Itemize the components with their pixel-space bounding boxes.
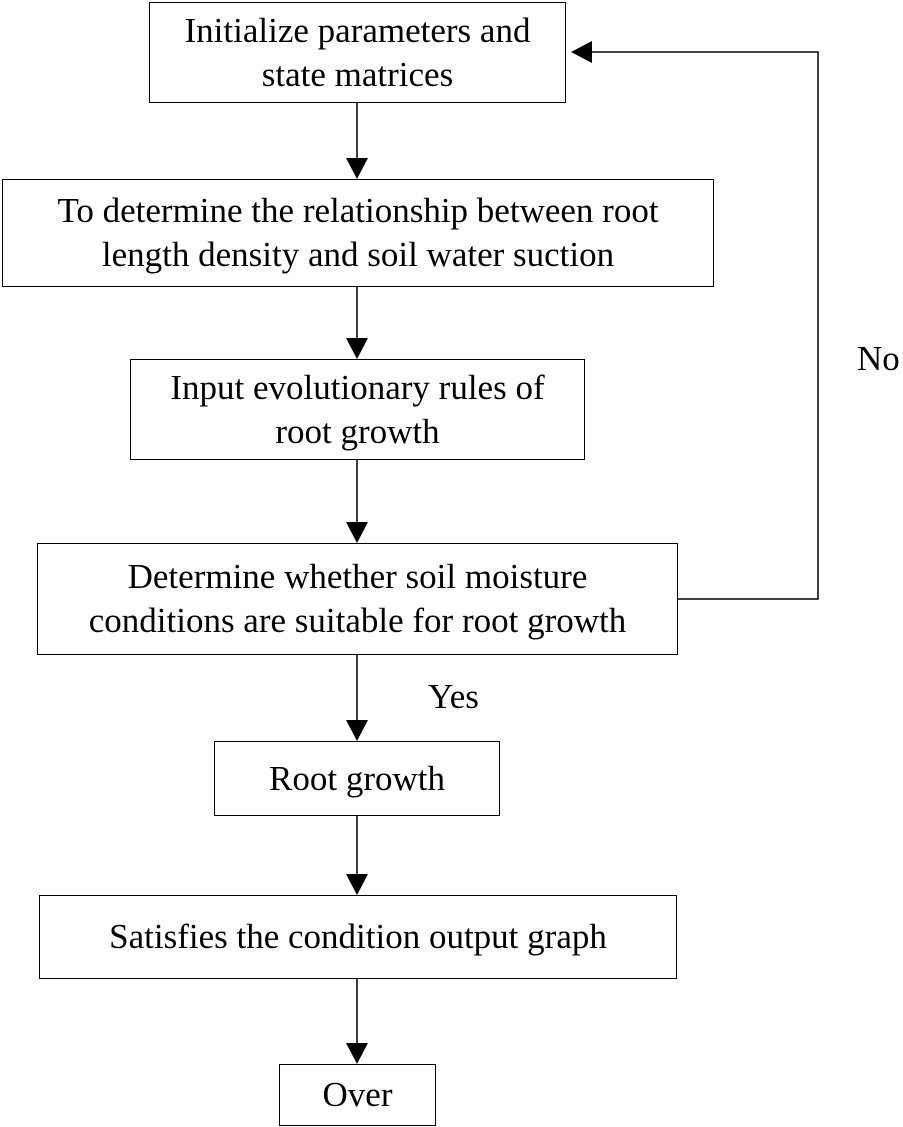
node-relationship-line2: length density and soil water suction [101, 235, 615, 274]
node-decision-line1: Determine whether soil moisture [127, 557, 588, 596]
node-over: Over [279, 1064, 436, 1126]
arrowhead-to-rules [346, 338, 368, 359]
arrowhead-to-relationship [346, 158, 368, 179]
arrowhead-no-to-init [571, 41, 592, 63]
node-input-rules: Input evolutionary rules of root growth [130, 359, 585, 460]
node-decision-line2: conditions are suitable for root growth [88, 601, 627, 640]
arrowhead-to-over [346, 1043, 368, 1064]
node-output-line1: Satisfies the condition output graph [109, 917, 607, 956]
node-relationship-line1: To determine the relationship between ro… [57, 191, 659, 230]
connector-no-loop [590, 51, 819, 600]
node-initialize: Initialize parameters and state matrices [149, 2, 566, 103]
edge-label-yes: Yes [428, 677, 479, 716]
node-root-growth-line1: Root growth [269, 758, 445, 798]
node-relationship: To determine the relationship between ro… [2, 179, 714, 287]
edge-label-no: No [857, 339, 900, 378]
node-initialize-line2: state matrices [261, 54, 454, 94]
node-initialize-line1: Initialize parameters and [184, 10, 531, 50]
node-root-growth: Root growth [214, 741, 500, 816]
node-input-rules-line2: root growth [275, 411, 440, 451]
node-output: Satisfies the condition output graph [39, 895, 677, 979]
node-over-line1: Over [322, 1075, 393, 1114]
node-decision: Determine whether soil moisture conditio… [37, 543, 678, 655]
node-input-rules-line1: Input evolutionary rules of [170, 367, 545, 407]
arrowhead-to-growth [346, 720, 368, 741]
arrowhead-to-decision [346, 522, 368, 543]
arrowhead-to-output [346, 874, 368, 895]
